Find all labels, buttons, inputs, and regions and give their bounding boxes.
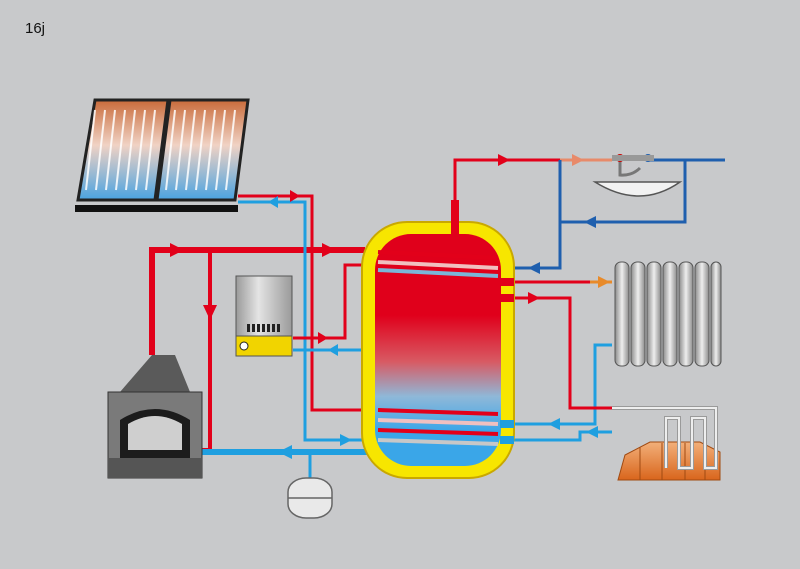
radiator: [614, 261, 722, 367]
wood-stove: [107, 355, 203, 479]
stove-hot-branch-pipe: [202, 250, 212, 452]
arrow-solar-return-in: [340, 434, 352, 446]
solar-panel-left: [76, 98, 170, 202]
boiler-control-panel: [235, 335, 293, 357]
arrow-floor-hot: [528, 292, 540, 304]
arrow-dhw-hot: [498, 154, 510, 166]
arrow-stove-return: [278, 445, 292, 459]
flow-arrows: [170, 154, 610, 459]
arrow-tank-in: [322, 243, 336, 257]
arrow-dhw-cold: [584, 216, 596, 228]
floor-wood-block: [617, 441, 721, 481]
arrow-stove-supply: [170, 243, 184, 257]
tap-icon: [618, 160, 642, 177]
dhw-cold-feed-pipe: [508, 160, 562, 270]
lower-heat-exchanger-coil: [377, 408, 499, 446]
washbasin-bowl: [592, 181, 683, 197]
arrow-solar-cold: [268, 196, 278, 208]
arrow-floor-cold: [586, 426, 598, 438]
stove-hot-supply-pipe: [149, 247, 365, 355]
solar-hot-pipe: [238, 194, 372, 412]
arrow-dhw-feed: [528, 262, 540, 274]
figure-label: 16j: [25, 20, 46, 37]
boiler-gauge-icon: [239, 341, 249, 351]
expansion-vessel: [287, 477, 333, 519]
washbasin: [592, 154, 683, 197]
arrow-radiator-hot: [598, 276, 610, 288]
storage-tank: [361, 200, 515, 479]
solar-collectors: [75, 98, 250, 212]
dhw-cold-drop-pipe: [560, 160, 687, 224]
gas-boiler: [235, 275, 293, 357]
arrow-boiler-hot: [318, 332, 328, 344]
floor-heating: [612, 406, 721, 481]
tank-top-outlet: [451, 200, 459, 234]
upper-heat-exchanger-coil: [377, 250, 499, 278]
arrow-solar-hot: [290, 190, 300, 202]
arrow-boiler-cold: [328, 344, 338, 356]
solar-panel-right: [155, 98, 250, 202]
arrow-stove-branch: [203, 305, 217, 320]
tank-body: [375, 234, 501, 466]
dhw-hot-pipe: [453, 158, 560, 230]
radiator-cold-pipe: [508, 343, 612, 426]
arrow-dhw-orange: [572, 154, 584, 166]
arrow-radiator-cold: [548, 418, 560, 430]
